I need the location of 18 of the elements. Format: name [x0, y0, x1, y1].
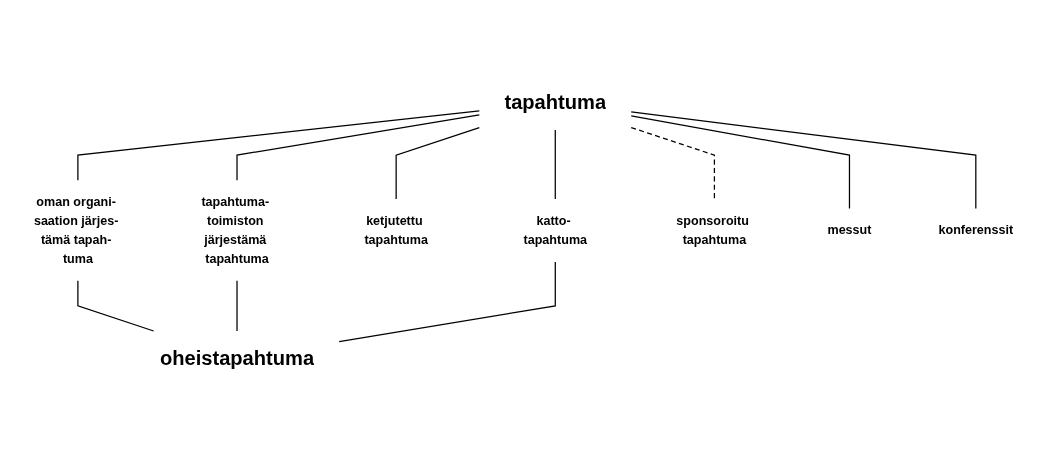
node-text: oheistapahtuma: [159, 346, 315, 370]
connector: [395, 126, 480, 200]
node-text: sponsoroitu tapahtuma: [676, 213, 749, 247]
node-text: katto- tapahtuma: [523, 213, 588, 247]
connector: [630, 126, 716, 200]
node-text: konferenssit: [938, 222, 1014, 237]
connector: [630, 111, 977, 210]
connector: [554, 129, 556, 200]
node-text: tapahtuma: [504, 90, 607, 114]
connector: [630, 115, 851, 210]
connector: [236, 114, 480, 181]
connector: [77, 280, 155, 332]
node-text: oman organi- saation järjes- tämä tapah- tuma: [33, 194, 119, 266]
node-text: tapahtuma- toimiston järjestämä tapahtuma: [201, 194, 270, 266]
node-text: ketjutettu tapahtuma: [364, 213, 428, 247]
connector: [338, 261, 556, 343]
connector: [77, 110, 480, 181]
node-text: messut: [827, 222, 872, 237]
